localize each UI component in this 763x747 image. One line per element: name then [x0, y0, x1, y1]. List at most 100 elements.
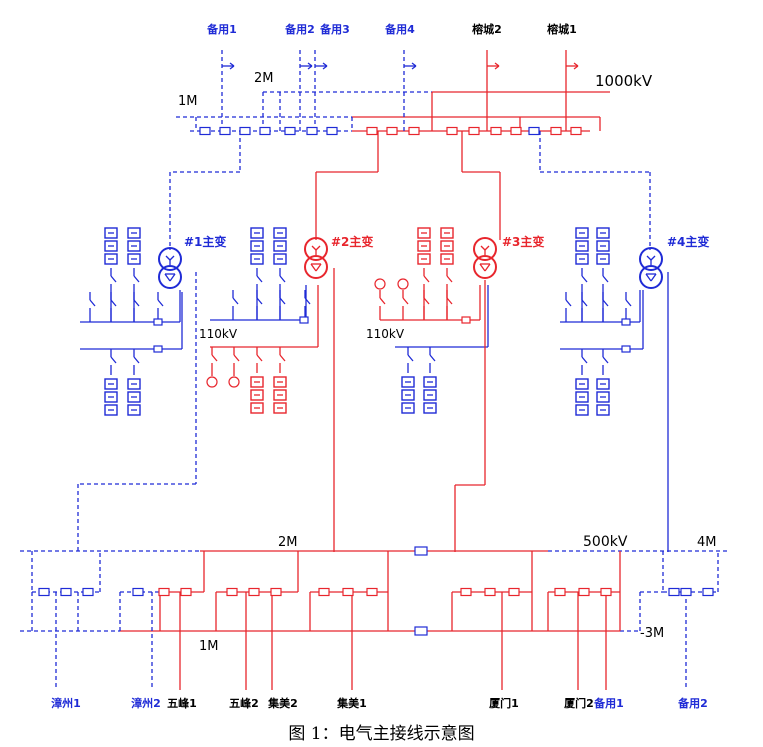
transformer-2	[315, 263, 322, 272]
breaker-1000kv	[306, 126, 318, 136]
feeder-label-500kv: 集美1	[336, 696, 367, 710]
feeder-label-1000kv: 榕城1	[547, 22, 577, 36]
switch	[423, 275, 430, 283]
voltage-label-110kv-right: 110kV	[366, 327, 405, 341]
feeder-label-500kv: 备用1	[593, 696, 624, 710]
switch	[581, 356, 588, 364]
transformer-label-1: #1主变	[184, 234, 226, 249]
breaker-500kv	[226, 587, 238, 597]
voltage-label-500kv: 500kV	[583, 534, 628, 550]
switch	[402, 297, 409, 305]
switch	[232, 297, 239, 305]
capacitor-cell	[596, 378, 610, 390]
capacitor-cell	[250, 253, 264, 265]
capacitor-cell	[104, 227, 118, 239]
bus-label-1m-500kv: 1M	[199, 639, 219, 654]
breaker-500kv	[38, 587, 50, 597]
capacitor-cell	[575, 227, 589, 239]
breaker-500kv	[180, 587, 192, 597]
switch	[256, 275, 263, 283]
capacitor-cell	[273, 227, 287, 239]
transformer-1	[169, 273, 176, 282]
feeder-label-500kv: 漳州1	[51, 696, 81, 710]
feeder-label-500kv: 五峰1	[167, 696, 197, 710]
feeder-label-1000kv: 备用1	[206, 22, 237, 36]
capacitor-cell	[423, 376, 437, 388]
breaker-110kv	[461, 316, 471, 324]
switch	[157, 299, 164, 307]
transformer-3	[473, 255, 497, 279]
switch	[407, 354, 414, 362]
breaker-110kv	[153, 345, 163, 353]
feeder-arrow	[411, 62, 417, 67]
breaker-1000kv	[446, 126, 458, 136]
switch	[133, 299, 140, 307]
breaker-500kv	[680, 587, 692, 597]
capacitor-cell	[250, 227, 264, 239]
capacitor-cell	[250, 389, 264, 401]
capacitor-cell	[575, 404, 589, 416]
capacitor-cell	[104, 404, 118, 416]
breaker-500kv	[318, 587, 330, 597]
feeder-label-1000kv: 备用2	[284, 22, 315, 36]
reactor-symbol	[228, 376, 240, 388]
capacitor-cell	[596, 240, 610, 252]
bus-label-2m-500kv: 2M	[278, 535, 298, 550]
capacitor-cell	[273, 253, 287, 265]
transformer-2	[304, 255, 328, 279]
breaker-500kv	[132, 587, 144, 597]
transformer-label-3: #3主变	[502, 234, 544, 249]
switch	[423, 297, 430, 305]
capacitor-cell	[575, 391, 589, 403]
breaker-500kv	[342, 587, 354, 597]
capacitor-cell	[401, 389, 415, 401]
switch	[602, 275, 609, 283]
capacitor-cell	[596, 253, 610, 265]
breaker-1000kv	[219, 126, 231, 136]
switch	[211, 354, 218, 362]
feeder-label-1000kv: 备用4	[384, 22, 415, 36]
feeder-label-500kv: 厦门1	[489, 696, 519, 710]
capacitor-cell	[273, 240, 287, 252]
capacitor-cell	[596, 227, 610, 239]
feeder-label-500kv: 五峰2	[229, 696, 259, 710]
reactor-symbol	[374, 278, 386, 290]
transformer-label-2: #2主变	[331, 234, 373, 249]
transformer-2	[315, 245, 321, 251]
transformer-1	[158, 247, 182, 271]
switch	[110, 356, 117, 364]
bus-coupler	[414, 626, 428, 636]
switch	[446, 275, 453, 283]
switch	[110, 275, 117, 283]
switch	[429, 354, 436, 362]
breaker-500kv	[600, 587, 612, 597]
capacitor-cell	[127, 391, 141, 403]
switch	[233, 354, 240, 362]
breaker-1000kv	[528, 126, 540, 136]
capacitor-cell	[104, 240, 118, 252]
breaker-500kv	[460, 587, 472, 597]
switch	[565, 299, 572, 307]
transformer-3	[484, 263, 491, 272]
feeder-label-500kv: 集美2	[267, 696, 298, 710]
capacitor-cell	[104, 378, 118, 390]
capacitor-cell	[575, 240, 589, 252]
breaker-110kv	[621, 318, 631, 326]
bus-coupler	[414, 546, 428, 556]
capacitor-cell	[127, 404, 141, 416]
transformer-4	[639, 265, 663, 289]
capacitor-cell	[250, 240, 264, 252]
switch	[279, 275, 286, 283]
capacitor-cell	[596, 404, 610, 416]
breaker-500kv	[248, 587, 260, 597]
feeder-arrow	[494, 65, 500, 70]
transformer-4	[650, 273, 657, 282]
feeder-arrow	[307, 65, 313, 70]
breaker-1000kv	[490, 126, 502, 136]
transformer-2	[304, 237, 328, 261]
feeder-arrow	[411, 65, 417, 70]
capacitor-cell	[127, 253, 141, 265]
transformer-3	[484, 245, 490, 251]
transformer-4	[646, 255, 652, 261]
